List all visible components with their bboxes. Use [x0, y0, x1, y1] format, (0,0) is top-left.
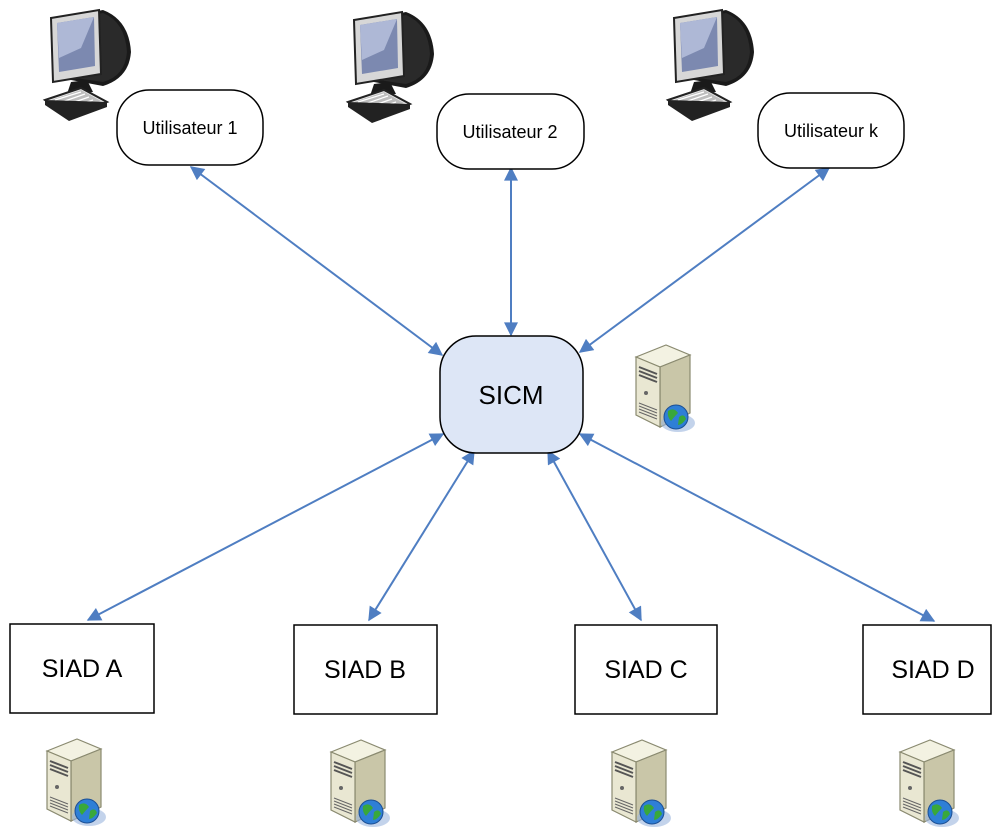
arrow-sicm-siad-a	[86, 433, 445, 621]
web-server-icon	[611, 739, 672, 828]
siad-label-a: SIAD A	[42, 655, 123, 683]
siad-box-a	[9, 623, 155, 714]
siad-box-b	[293, 624, 438, 715]
sicm-label: SICM	[479, 380, 544, 410]
sicm-box	[439, 335, 584, 454]
web-server-icon	[899, 739, 960, 828]
arrow-sicm-siad-c	[547, 449, 642, 622]
siad-box-d	[862, 624, 992, 715]
siad-node-d: SIAD D	[862, 624, 992, 828]
sicm-node: SICM	[439, 335, 696, 454]
web-server-icon	[46, 738, 107, 827]
user-node-k: Utilisateur k	[667, 9, 905, 169]
computer-icon	[44, 9, 132, 122]
siad-box-c	[574, 624, 718, 715]
web-server-icon	[330, 739, 391, 828]
siad-node-b: SIAD B	[293, 624, 438, 828]
arrow-userk-sicm	[578, 167, 831, 353]
arrow-sicm-siad-d	[578, 433, 936, 622]
user-box-2	[436, 93, 585, 170]
siad-label-b: SIAD B	[324, 656, 406, 684]
user-box-1	[116, 89, 264, 166]
user-label-1: Utilisateur 1	[142, 118, 237, 138]
user-box-k	[757, 92, 905, 169]
user-node-1: Utilisateur 1	[44, 9, 264, 166]
user-label-k: Utilisateur k	[784, 121, 879, 141]
computer-icon	[347, 11, 435, 124]
arrow-user1-sicm	[189, 166, 444, 356]
web-server-icon	[635, 344, 696, 433]
siad-label-c: SIAD C	[604, 656, 687, 684]
user-node-2: Utilisateur 2	[347, 11, 585, 170]
arrow-sicm-siad-b	[368, 449, 475, 622]
siad-node-c: SIAD C	[574, 624, 718, 828]
computer-icon	[667, 9, 755, 122]
siad-node-a: SIAD A	[9, 623, 155, 827]
connections	[86, 166, 936, 622]
user-label-2: Utilisateur 2	[462, 122, 557, 142]
siad-label-d: SIAD D	[891, 656, 974, 684]
